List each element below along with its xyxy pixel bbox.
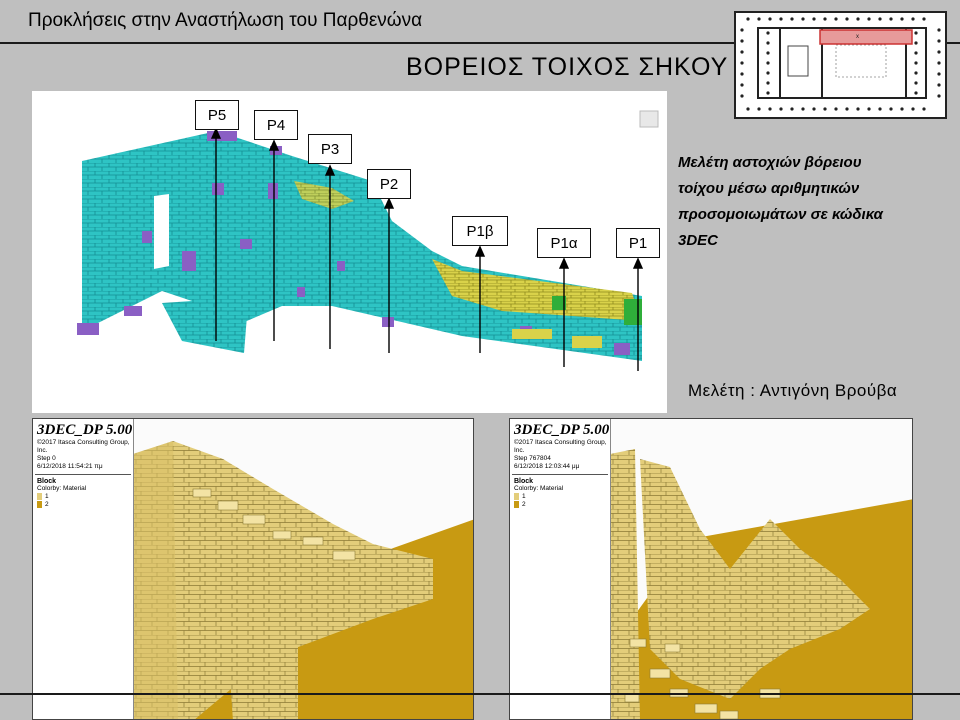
- wall-model-figure: P5 P4 P3 P2 P1β P1α P1: [32, 91, 667, 413]
- highlight-north-wall: [819, 29, 913, 45]
- label-p1b: P1β: [452, 216, 508, 246]
- description-line: προσομοιωμάτων σε κώδικα: [678, 206, 883, 223]
- description-line: τοίχου μέσω αριθμητικών: [678, 180, 860, 197]
- description-line: Μελέτη αστοχιών βόρειου: [678, 154, 862, 171]
- label-p3: P3: [308, 134, 352, 164]
- label-p5: P5: [195, 100, 239, 130]
- simulation-legend: 3DEC_DP 5.00 ©2017 Itasca Consulting Gro…: [510, 419, 611, 719]
- simulation-panel-collapse: 3DEC_DP 5.00 ©2017 Itasca Consulting Gro…: [509, 418, 913, 720]
- header-divider: [0, 42, 960, 44]
- block-title: Block: [514, 478, 534, 485]
- step-count: Step 0: [37, 455, 56, 462]
- label-p1a: P1α: [537, 228, 591, 258]
- copyright: ©2017 Itasca Consulting Group, Inc.: [514, 439, 607, 454]
- product-name: 3DEC_DP 5.00: [37, 422, 133, 438]
- legend-item: 1: [45, 493, 49, 501]
- label-p4: P4: [254, 110, 298, 140]
- plan-marker: x: [856, 34, 859, 40]
- legend-item: 2: [522, 501, 526, 509]
- legend-item: 1: [522, 493, 526, 501]
- author-credit: Μελέτη : Αντιγόνη Βρούβα: [688, 381, 898, 400]
- section-title: ΒΟΡΕΙΟΣ ΤΟΙΧΟΣ ΣΗΚΟΥ: [406, 53, 729, 81]
- timestamp: 6/12/2018 11:54:21 πμ: [37, 463, 103, 470]
- label-p2: P2: [367, 169, 411, 199]
- slide-title: Προκλήσεις στην Αναστήλωση του Παρθενώνα: [28, 10, 423, 31]
- timestamp: 6/12/2018 12:03:44 μμ: [514, 463, 580, 470]
- simulation-panel-initial: 3DEC_DP 5.00 ©2017 Itasca Consulting Gro…: [32, 418, 474, 720]
- description-line: 3DEC: [678, 232, 719, 249]
- simulation-legend: 3DEC_DP 5.00 ©2017 Itasca Consulting Gro…: [33, 419, 134, 719]
- block-title: Block: [37, 478, 57, 485]
- colorby: Colorby: Material: [37, 485, 87, 492]
- copyright: ©2017 Itasca Consulting Group, Inc.: [37, 439, 130, 454]
- legend-item: 2: [45, 501, 49, 509]
- footer-divider: [0, 693, 960, 695]
- parthenon-plan: x: [734, 11, 947, 119]
- product-name: 3DEC_DP 5.00: [514, 422, 610, 438]
- colorby: Colorby: Material: [514, 485, 564, 492]
- step-count: Step 767804: [514, 455, 551, 462]
- label-p1: P1: [616, 228, 660, 258]
- study-description: Μελέτη αστοχιών βόρειου τοίχου μέσω αριθ…: [678, 150, 948, 254]
